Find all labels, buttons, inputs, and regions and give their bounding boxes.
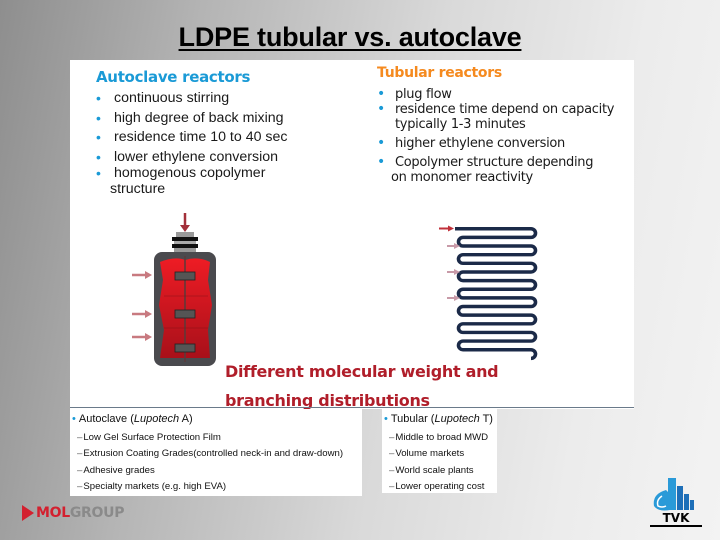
dash-icon: – [77,481,83,492]
caption-line-1: Different molecular weight and [225,362,499,381]
tvk-logo: TVK [650,476,702,528]
list-item: –Adhesive grades [77,464,155,476]
caption-line-2: branching distributions [225,391,430,410]
bullet-icon: • [377,154,385,170]
list-item: –Specialty markets (e.g. high EVA) [77,481,227,492]
dash-icon: – [77,448,83,459]
bullet-icon: • [96,129,101,145]
tvk-building-icon [653,478,694,511]
divider [70,407,634,408]
dash-icon: – [77,464,83,476]
dash-icon: – [389,481,395,492]
autoclave-products-panel: •Autoclave (Lupotech A) –Low Gel Surface… [70,409,362,496]
list-item: •continuous stirring [96,90,230,106]
list-item: –World scale plants [389,464,474,476]
tubular-heading: Tubular reactors [377,65,502,81]
bullet-icon: • [377,86,385,102]
list-item: •residence time 10 to 40 sec [96,129,288,145]
list-item: –Lower operating cost [389,481,485,492]
autoclave-heading: Autoclave reactors [96,68,251,86]
dash-icon: – [389,448,395,459]
list-item: •high degree of back mixing [96,109,284,126]
list-item: –Middle to broad MWD [389,431,489,443]
bullet-icon: • [96,164,101,181]
list-item: •lower ethylene conversion [96,148,279,165]
bullet-icon: • [377,135,385,151]
bullet-icon: • [96,109,101,126]
bullet-icon: • [72,413,76,425]
list-item: –Extrusion Coating Grades(controlled nec… [77,448,344,459]
dash-icon: – [389,431,395,443]
list-item: •plug flow [377,86,452,103]
autoclave-reactor-diagram-icon [132,213,216,366]
slide-title: LDPE tubular vs. autoclave [178,22,522,52]
list-item: –Volume markets [389,448,465,459]
tubular-bullet-list: •plug flow •residence time depend on cap… [377,87,627,189]
bullet-icon: • [96,148,101,165]
tvk-text: TVK [650,512,702,527]
bullet-icon: • [384,413,388,425]
mol-triangle-icon [22,505,34,521]
tubular-products-heading: •Tubular (Lupotech T) [384,413,493,425]
dash-icon: – [77,431,83,443]
autoclave-bullet-list: •continuous stirring •high degree of bac… [96,90,366,200]
comparison-panel: Autoclave reactors •continuous stirring … [70,60,634,410]
list-item: •higher ethylene conversion [377,135,565,152]
dash-icon: – [389,464,395,476]
autoclave-products-heading: •Autoclave (Lupotech A) [72,413,193,425]
list-item: –Low Gel Surface Protection Film [77,431,221,443]
bullet-icon: • [96,90,101,106]
tubular-reactor-diagram-icon [439,225,538,361]
tubular-products-panel: •Tubular (Lupotech T) –Middle to broad M… [382,409,497,493]
bullet-icon: • [377,101,385,117]
